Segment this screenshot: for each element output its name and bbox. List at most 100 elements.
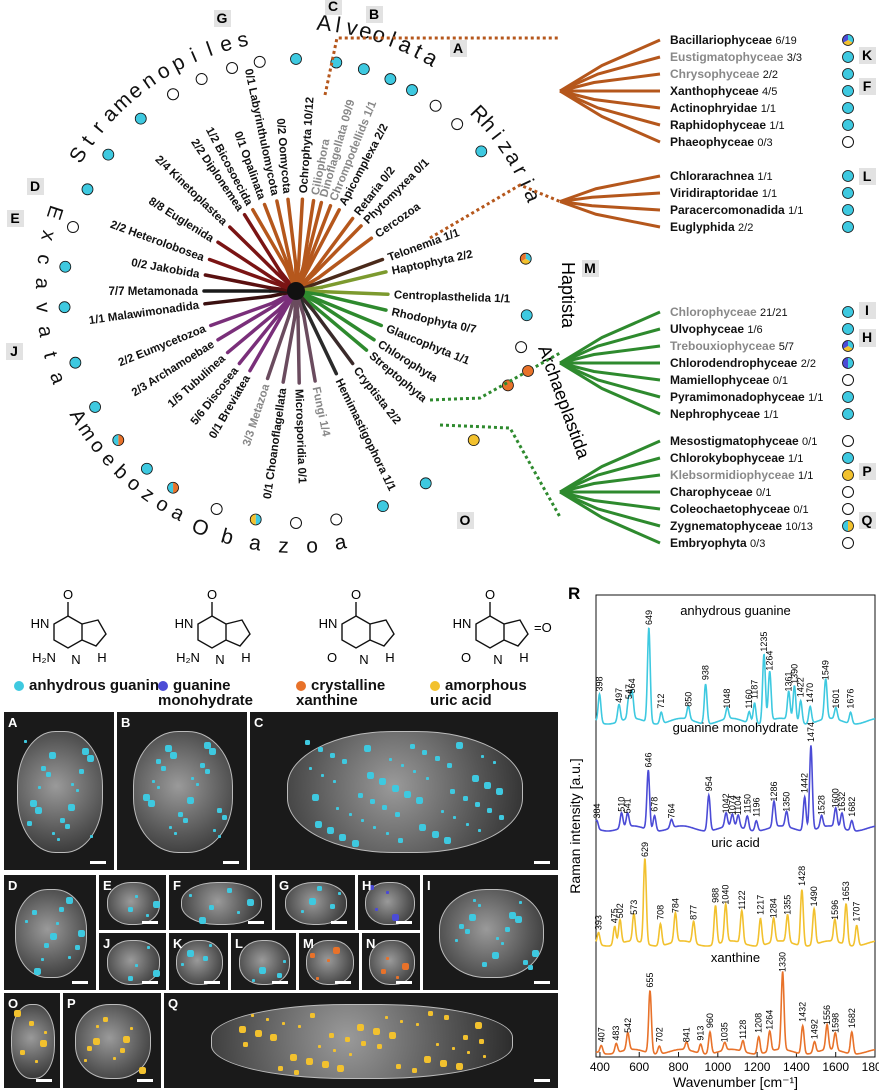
presence-dot-icon — [842, 51, 854, 63]
class-label: Xanthophyceae 4/5 — [670, 84, 777, 98]
class-count: 0/1 — [773, 375, 788, 387]
taxon-label: Microsporidia 0/1 — [292, 389, 307, 485]
side-branch — [559, 200, 661, 212]
peak-label: 1601 — [831, 689, 841, 709]
side-branch — [559, 456, 661, 494]
crystal-speck — [385, 832, 389, 836]
panel-label: L — [235, 936, 243, 951]
presence-dot-icon — [842, 119, 854, 131]
tree-branch — [275, 199, 293, 268]
panel-tag-letter: C — [328, 0, 338, 14]
crystal-speck — [103, 1016, 109, 1022]
tree-branch — [296, 197, 305, 267]
crystal-speck — [297, 1025, 301, 1029]
side-branch — [559, 38, 661, 93]
class-count: 1/1 — [763, 409, 778, 421]
crystal-speck — [412, 1068, 418, 1074]
crystal-speck — [186, 950, 194, 958]
crystal-speck — [31, 909, 37, 915]
side-branch — [559, 55, 661, 93]
peak-label: 1048 — [722, 689, 732, 709]
crystal-speck — [496, 787, 504, 795]
crystal-speck — [386, 956, 390, 960]
crystal-speck — [375, 908, 379, 911]
crystal-speck — [444, 836, 452, 844]
crystal-speck — [148, 800, 156, 808]
crystal-speck — [326, 959, 330, 963]
class-count: 0/1 — [802, 436, 817, 448]
crystal-speck — [337, 1065, 345, 1073]
peak-label: 1390 — [789, 664, 799, 684]
crystal-speck — [447, 762, 453, 768]
crystal-speck — [283, 960, 286, 964]
presence-dot-icon — [842, 102, 854, 114]
presence-dot-icon — [290, 53, 302, 65]
peak-label: 1490 — [809, 886, 819, 906]
presence-dot-icon — [843, 40, 853, 46]
peak-label: 393 — [594, 915, 604, 930]
crystal-speck — [174, 832, 178, 836]
crystal-speck — [528, 964, 534, 970]
scale-bar — [396, 981, 412, 984]
tree-branch — [301, 198, 316, 268]
crystal-speck — [416, 797, 424, 805]
panel-tag-letter: L — [863, 168, 872, 184]
crystal-speck — [439, 1059, 447, 1067]
crystal-speck — [484, 781, 492, 789]
crystal-speck — [44, 1031, 48, 1034]
presence-dot-icon — [522, 365, 534, 377]
crystal-speck — [518, 901, 522, 905]
panel-tag-letter: A — [453, 40, 463, 56]
scale-bar — [248, 921, 264, 924]
crystal-speck — [388, 757, 392, 761]
micrograph-panel: O — [4, 993, 60, 1088]
atom-label: HN — [31, 616, 50, 631]
panel-label: B — [121, 715, 131, 730]
crystal-speck — [509, 911, 517, 919]
cell-image — [132, 730, 234, 854]
atom-label: N — [215, 652, 224, 667]
legend-crystalline-xanthine: crystalline xanthine — [296, 677, 386, 709]
atom-label: H — [241, 650, 250, 665]
cell-image — [306, 939, 354, 986]
crystal-speck — [317, 746, 323, 752]
class-label: Zygnematophyceae 10/13 — [670, 519, 813, 533]
panel-label: C — [254, 715, 264, 730]
panel-label: A — [8, 715, 18, 730]
peak-label: 1330 — [778, 952, 788, 972]
tree-dots — [58, 53, 533, 529]
presence-dot-icon — [58, 301, 71, 314]
blue-dot-icon — [158, 681, 168, 692]
crystal-speck — [56, 922, 60, 926]
class-label: Chlorophyceae 21/21 — [670, 305, 788, 319]
class-label: Eustigmatophyceae 3/3 — [670, 50, 802, 64]
class-count: 10/13 — [785, 521, 813, 533]
crystal-speck — [40, 1039, 48, 1047]
crystal-speck — [67, 803, 75, 811]
cell-image — [107, 939, 160, 986]
class-count: 5/7 — [779, 341, 794, 353]
excavata-label: a — [45, 369, 70, 388]
tree-branch — [316, 236, 374, 280]
class-count: 6/19 — [775, 35, 796, 47]
atom-label: O — [327, 650, 337, 665]
micrograph-panel: E — [99, 875, 166, 930]
molecule-ring — [369, 619, 395, 647]
crystal-speck — [64, 824, 70, 830]
dashed-connector — [429, 183, 561, 240]
presence-dot-icon — [842, 136, 854, 148]
crystal-speck — [321, 1061, 329, 1069]
tree-branch — [251, 208, 288, 269]
side-branch — [559, 174, 661, 203]
crystal-speck — [487, 808, 493, 814]
panel-label: F — [173, 878, 181, 893]
panel-tag — [366, 6, 383, 23]
class-count: 1/1 — [757, 171, 772, 183]
panel-tag-letter: F — [863, 78, 872, 94]
class-label: Embryophyta 0/3 — [670, 536, 765, 550]
class-count: 1/1 — [769, 120, 784, 132]
peak-label: 678 — [650, 797, 660, 812]
cyan-dot-icon — [14, 681, 24, 692]
peak-label: 1350 — [782, 792, 792, 812]
crystal-speck — [153, 970, 161, 978]
